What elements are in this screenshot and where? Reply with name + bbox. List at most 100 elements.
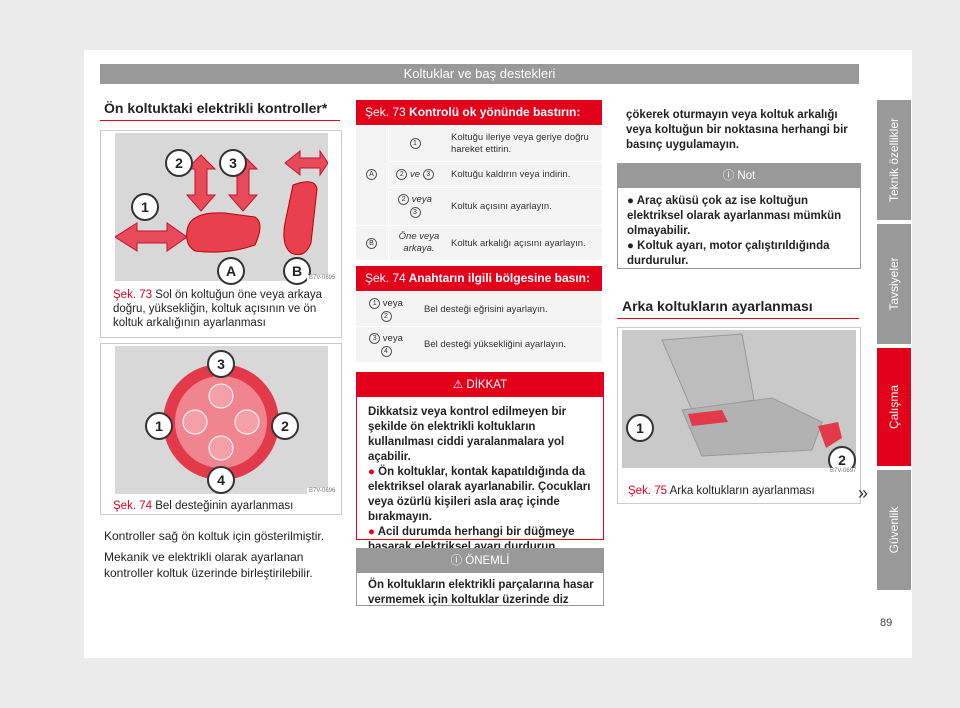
bullet-icon: ● — [627, 195, 634, 207]
note-title: Not — [737, 170, 756, 182]
figure-code: B7V-0696 — [307, 488, 338, 494]
notice-box: ⓘ ÖNEMLİ Ön koltukların elektrikli parça… — [356, 548, 604, 606]
notice-icon: ⓘ — [450, 555, 463, 567]
key-4: 4 — [380, 345, 392, 357]
caption-text: Bel desteğinin ayarlanması — [155, 500, 294, 512]
label-b: B — [283, 257, 311, 285]
bullet-text: Araç aküsü çok az ise koltuğun elektriks… — [627, 195, 842, 237]
section-title: Arka koltukların ayarlanması — [622, 298, 813, 314]
key-1: 1 — [409, 138, 421, 149]
figure-73-image: 1 2 3 A B — [114, 133, 329, 285]
bullet-icon: ● — [368, 526, 375, 538]
table-row: 1 Koltuğu ileriye veya geriye doğru hare… — [389, 125, 602, 162]
figure-ref: Şek. 73 — [365, 105, 406, 119]
group-label-b: B — [366, 238, 377, 249]
row-text: Bel desteği yüksekliğini ayarlayın. — [424, 339, 567, 350]
table-title: Anahtarın ilgili bölgesine basın: — [408, 271, 590, 285]
figure-75: 1 2 B7V-0697 Şek. 75 Arka koltukların ay… — [617, 327, 861, 504]
label-a: A — [217, 257, 245, 285]
tab-guvenlik[interactable]: Güvenlik — [877, 470, 911, 590]
table-group-b: B Öne veya arkaya. Koltuk arkalığı açısı… — [356, 225, 602, 261]
tab-calisma[interactable]: Çalışma — [877, 348, 911, 466]
notice-title: ÖNEMLİ — [465, 555, 510, 567]
figure-74: 1 2 3 4 B7V-0696 Şek. 74 Bel desteğinin … — [100, 343, 342, 515]
group-label-a: A — [366, 169, 377, 180]
tab-label: Tavsiyeler — [887, 257, 901, 311]
lumbar-pad-3 — [208, 383, 234, 409]
paragraph-2: Mekanik ve elektrikli olarak ayarlanan k… — [104, 550, 313, 580]
figure-code: B7V-0697 — [828, 468, 859, 474]
key-2: 2 — [380, 310, 392, 322]
tab-teknik-ozellikler[interactable]: Teknik özellikler — [877, 100, 911, 220]
key-2: 2 — [398, 193, 410, 205]
key-1: 1 — [369, 297, 381, 309]
danger-box: ⚠ DİKKAT Dikkatsiz veya kontrol edilmeye… — [356, 372, 604, 553]
label-2: 2 — [271, 412, 299, 440]
table-74-header: Şek. 74 Anahtarın ilgili bölgesine basın… — [356, 266, 602, 291]
table-73-header: Şek. 73 Kontrolü ok yönünde bastırın: — [356, 100, 602, 125]
lumbar-pad-4 — [208, 435, 234, 461]
key-3: 3 — [409, 206, 421, 218]
figure-73: 1 2 3 A B B7V-0695 Şek. 73 Sol ön koltuğ… — [100, 130, 342, 338]
backrest-switch-b — [283, 181, 318, 256]
info-icon: ⓘ — [722, 170, 735, 182]
row-text: Koltuğu kaldırın veya indirin. — [451, 169, 571, 180]
key-connector: ve — [409, 169, 421, 181]
height-arrow — [185, 154, 217, 212]
note-bullet: ● Koltuk ayarı, motor çalıştırıldığında … — [627, 239, 853, 269]
rear-seat-illustration — [622, 330, 856, 468]
danger-text: Dikkatsiz veya kontrol edilmeyen bir şek… — [368, 405, 594, 555]
label-1: 1 — [626, 414, 654, 442]
label-3: 3 — [207, 350, 235, 378]
figure-74-caption: Şek. 74 Bel desteğinin ayarlanması — [113, 499, 333, 513]
figure-74-image: 1 2 3 4 — [115, 346, 328, 494]
figure-ref: Şek. 74 — [113, 500, 152, 512]
section-title-rule — [100, 120, 340, 121]
note-box: ⓘ Not ● Araç aküsü çok az ise koltuğun e… — [617, 163, 861, 269]
tab-tavsiyeler[interactable]: Tavsiyeler — [877, 224, 911, 344]
danger-intro: Dikkatsiz veya kontrol edilmeyen bir şek… — [368, 406, 567, 463]
tab-label: Çalışma — [887, 384, 901, 430]
lumbar-pad-1 — [182, 409, 208, 435]
figure-ref: Şek. 74 — [365, 271, 406, 285]
caption-text: Arka koltukların ayarlanması — [669, 485, 815, 497]
row-text: Bel desteği eğrisini ayarlayın. — [424, 304, 548, 315]
table-row: 2 ve 3 Koltuğu kaldırın veya indirin. — [389, 161, 602, 188]
key-connector: veya — [382, 333, 403, 344]
caption-text: Sol ön koltuğun öne veya arkaya doğru, y… — [113, 289, 323, 329]
row-text: Koltuğu ileriye veya geriye doğru hareke… — [451, 132, 589, 155]
key-connector: veya — [382, 298, 403, 309]
table-title: Kontrolü ok yönünde bastırın: — [409, 105, 581, 119]
bullet-icon: ● — [627, 240, 634, 252]
row-text: Koltuk açısını ayarlayın. — [451, 201, 552, 212]
bullet-text: Koltuk ayarı, motor çalıştırıldığında du… — [627, 240, 830, 267]
backrest-arrow — [284, 149, 329, 177]
note-text: ● Araç aküsü çok az ise koltuğun elektri… — [627, 194, 853, 269]
key-2: 2 — [396, 169, 408, 180]
label-1: 1 — [131, 193, 159, 221]
notice-continuation: çökerek oturmayın veya koltuk arkalığı v… — [626, 109, 848, 151]
bullet-text: Ön koltuklar, kontak kapatıldığında da e… — [368, 466, 591, 523]
label-4: 4 — [207, 466, 235, 494]
danger-header: ⚠ DİKKAT — [357, 373, 603, 397]
label-1: 1 — [145, 412, 173, 440]
lumbar-switch-illustration — [163, 364, 279, 480]
key-direction: Öne veya arkaya. — [398, 231, 440, 254]
figure-73-caption: Şek. 73 Sol ön koltuğun öne veya arkaya … — [113, 288, 333, 330]
lumbar-pad-2 — [234, 409, 260, 435]
danger-title: DİKKAT — [466, 379, 508, 391]
group-cell-a: A — [356, 126, 389, 226]
label-3: 3 — [219, 149, 247, 177]
seat-lever-2 — [818, 422, 842, 448]
section-title-rule — [617, 318, 859, 319]
figure-ref: Şek. 75 — [628, 485, 667, 497]
figure-ref: Şek. 73 — [113, 289, 152, 301]
table-74: Şek. 74 Anahtarın ilgili bölgesine basın… — [356, 266, 602, 362]
notice-header: ⓘ ÖNEMLİ — [357, 549, 603, 573]
section-title: Ön koltuktaki elektrikli kontroller* — [104, 100, 328, 116]
key-3: 3 — [369, 332, 381, 344]
figure-75-image: 1 2 — [622, 330, 856, 474]
